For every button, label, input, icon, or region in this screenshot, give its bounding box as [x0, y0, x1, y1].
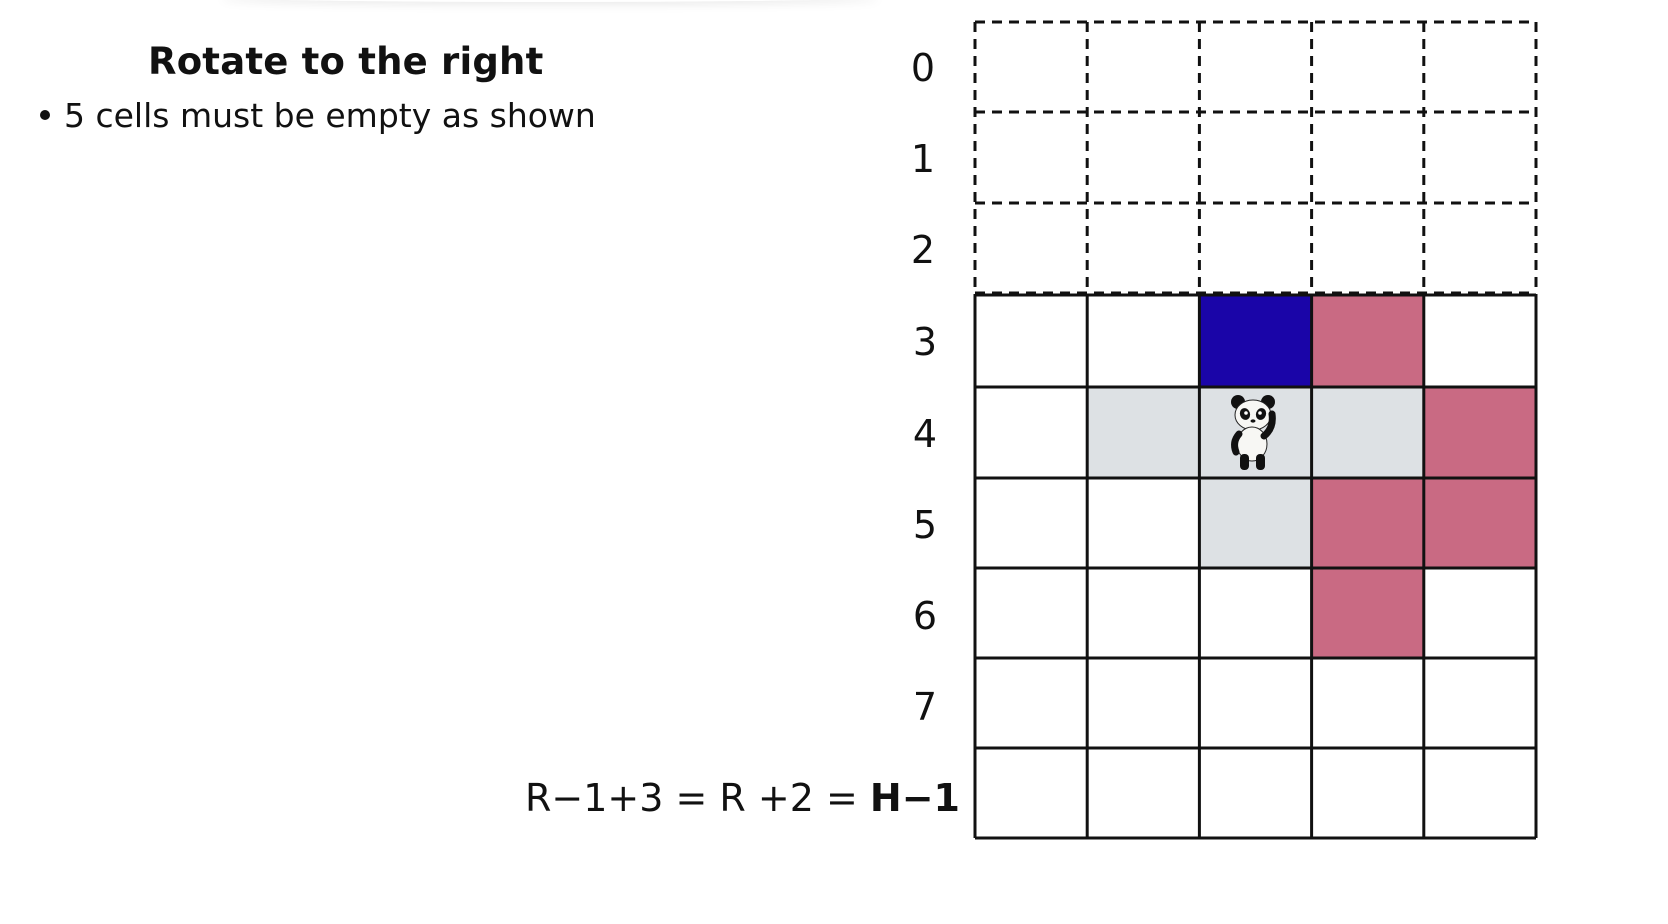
grid-cell-r6-c3	[1311, 568, 1424, 658]
panda-eye-right	[1258, 411, 1262, 415]
grid-cell-r3-c3	[1311, 295, 1424, 387]
panda-icon	[1231, 395, 1276, 470]
panda-eye-left	[1244, 411, 1248, 415]
grid-cell-r5-c4	[1423, 478, 1536, 568]
row-label-4: 4	[912, 412, 938, 456]
top-shadow	[220, 0, 880, 2]
slide-title: Rotate to the right	[148, 40, 544, 83]
grid-cell-r5-c2	[1199, 478, 1312, 568]
formula-text: R−1+3 = R +2 =	[524, 776, 870, 820]
row-label-7: 7	[912, 685, 938, 729]
grid-cell-r4-c1	[1087, 387, 1200, 478]
panda-arm-left	[1231, 430, 1243, 456]
panda-arm-right	[1260, 410, 1276, 440]
row-label-6: 6	[912, 594, 938, 638]
row-label-2: 2	[910, 228, 936, 272]
bullet-text: 5 cells must be empty as shown	[64, 96, 596, 135]
grid-cell-r5-c3	[1311, 478, 1424, 568]
bullet-dot-icon	[40, 109, 50, 120]
formula-result: H−1	[869, 776, 960, 820]
row-label-3: 3	[912, 320, 938, 364]
bullet-point: 5 cells must be empty as shown	[40, 96, 596, 135]
formula: R−1+3 = R +2 = H−1	[525, 776, 960, 820]
row-label-0: 0	[910, 46, 936, 90]
panda-leg-left	[1240, 454, 1249, 470]
grid-cell-r3-c2	[1199, 295, 1312, 387]
panda-nose	[1250, 419, 1256, 423]
row-label-1: 1	[910, 137, 936, 181]
grid-cell-r4-c3	[1311, 387, 1424, 478]
row-label-5: 5	[912, 503, 938, 547]
panda-leg-right	[1256, 454, 1265, 470]
grid-cell-r4-c4	[1423, 387, 1536, 478]
